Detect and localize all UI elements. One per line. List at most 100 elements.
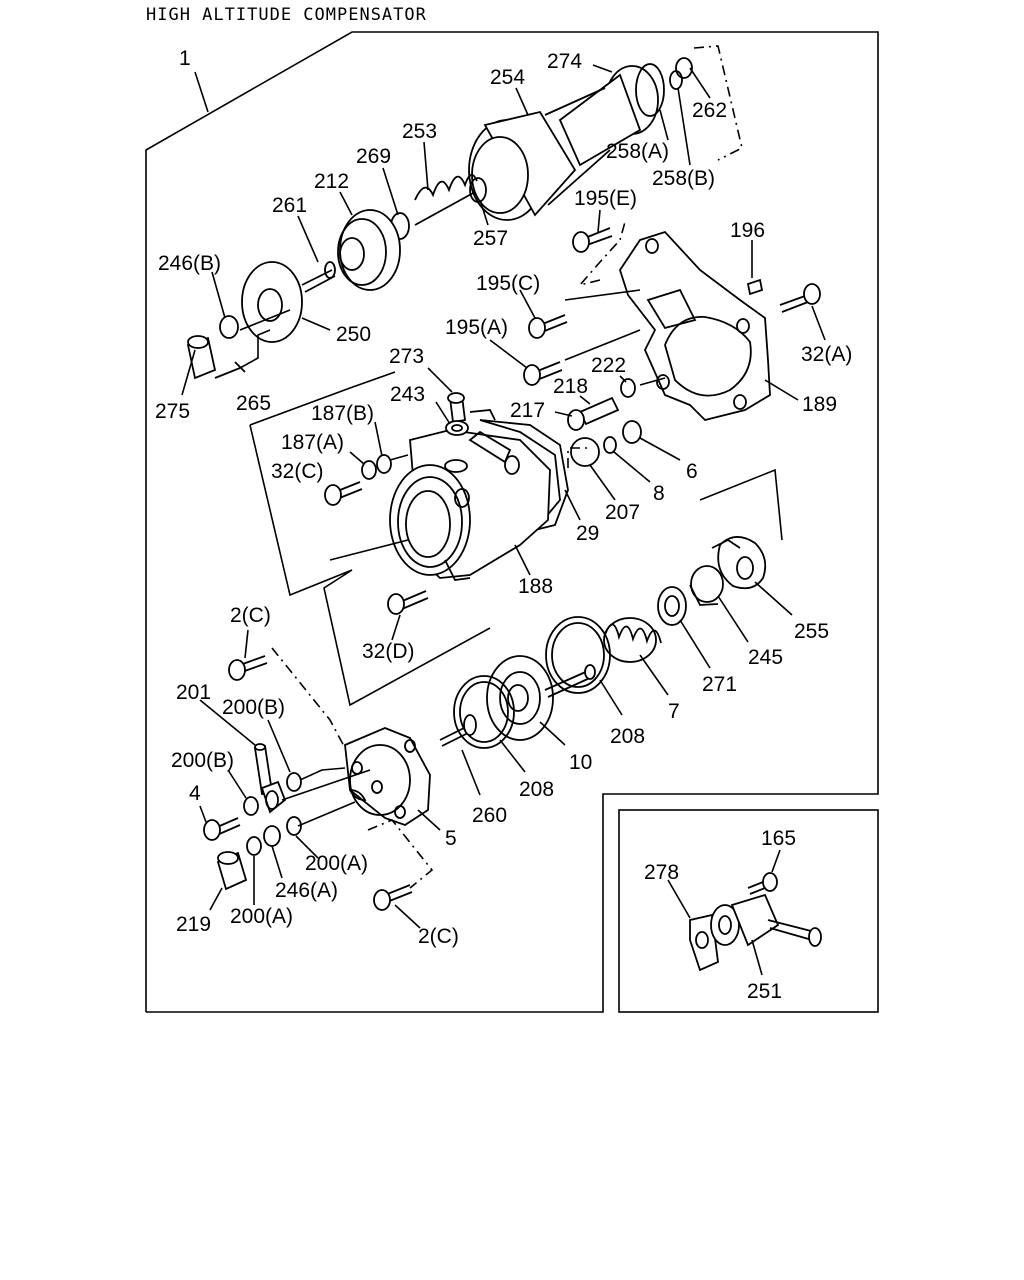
leader-273 <box>427 367 453 393</box>
label-257: 257 <box>473 227 508 250</box>
label-258b: 258(B) <box>652 167 715 190</box>
label-243: 243 <box>390 383 425 406</box>
leader-1 <box>194 71 209 113</box>
part-32c-bolt <box>324 481 363 506</box>
leader-217 <box>554 411 573 417</box>
part-10-diaphragm <box>486 655 596 741</box>
leader-7 <box>639 654 669 696</box>
part-275-cap <box>186 335 217 380</box>
label-260: 260 <box>472 804 507 827</box>
axis-188 <box>329 539 409 561</box>
leader-212 <box>339 191 353 216</box>
label-217: 217 <box>510 399 545 422</box>
leader-200b-left <box>227 769 247 799</box>
label-2c-top: 2(C) <box>230 604 271 627</box>
part-253-spring <box>414 174 478 226</box>
label-200b-left: 200(B) <box>171 749 234 772</box>
part-195c-bolt <box>528 314 568 339</box>
leader-258b <box>677 87 691 166</box>
label-188: 188 <box>518 575 553 598</box>
leader-255 <box>754 581 793 616</box>
label-200a-right: 200(A) <box>305 852 368 875</box>
label-246a: 246(A) <box>275 879 338 902</box>
label-165: 165 <box>761 827 796 850</box>
axis-195c <box>564 289 641 301</box>
leader-257 <box>479 199 489 226</box>
leader-219 <box>209 887 223 911</box>
part-8-ring <box>603 436 617 454</box>
label-32c: 32(C) <box>271 460 324 483</box>
part-5-housing <box>344 727 431 826</box>
label-218: 218 <box>553 375 588 398</box>
part-218-bolt <box>567 396 620 431</box>
label-200b-top: 200(B) <box>222 696 285 719</box>
leader-271 <box>679 619 711 669</box>
part-273-bolt <box>447 392 467 424</box>
label-32a: 32(A) <box>801 343 852 366</box>
part-212-diaphragm <box>337 209 401 291</box>
part-187b-washer <box>376 454 392 474</box>
label-245: 245 <box>748 646 783 669</box>
leader-275 <box>181 349 196 396</box>
leader-200a-right <box>295 835 319 859</box>
leader-208-low <box>499 739 526 773</box>
leader-246b <box>211 271 226 319</box>
part-222-washer <box>620 378 636 398</box>
label-7: 7 <box>668 700 680 723</box>
label-208-top: 208 <box>610 725 645 748</box>
part-2c-top-bolt <box>228 655 268 681</box>
part-255-cam <box>711 536 767 590</box>
leader-261 <box>297 215 319 263</box>
leader-208-top <box>599 679 623 716</box>
part-261-bolt <box>301 261 336 293</box>
part-labels: 1 274 254 262 253 258(A) 269 258(B) 212 … <box>155 47 852 1003</box>
label-189: 189 <box>802 393 837 416</box>
label-5: 5 <box>445 827 457 850</box>
label-6: 6 <box>686 460 698 483</box>
label-265: 265 <box>236 392 271 415</box>
axis-222 <box>639 377 666 386</box>
label-274: 274 <box>547 50 582 73</box>
label-200a-low: 200(A) <box>230 905 293 928</box>
outline-188-group <box>249 424 491 707</box>
leader-258a <box>659 109 669 141</box>
part-6-nut <box>622 420 642 444</box>
leader-8 <box>613 451 651 483</box>
leader-5 <box>417 809 441 831</box>
label-254: 254 <box>490 66 525 89</box>
part-278-gasket <box>689 913 719 972</box>
part-208-low-gasket <box>453 675 515 749</box>
leader-187b <box>374 421 383 457</box>
inset-frame <box>618 809 879 1013</box>
part-32a-bolt <box>779 283 821 313</box>
leader-2c-low <box>394 904 421 929</box>
leader-165 <box>771 849 781 873</box>
label-187a: 187(A) <box>281 431 344 454</box>
leader-243 <box>435 401 451 425</box>
label-32d: 32(D) <box>362 640 415 663</box>
part-200b-top-washer <box>286 772 302 792</box>
diagram-title: HIGH ALTITUDE COMPENSATOR <box>146 5 427 25</box>
part-165-screw <box>747 872 778 895</box>
part-265-screw <box>214 361 246 379</box>
label-212: 212 <box>314 170 349 193</box>
leader-274 <box>592 64 613 73</box>
label-4: 4 <box>189 782 201 805</box>
label-196: 196 <box>730 219 765 242</box>
part-243-washer <box>445 420 469 436</box>
dashline-207 <box>567 447 590 468</box>
label-195a: 195(A) <box>445 316 508 339</box>
leader-189 <box>764 379 799 401</box>
part-243-lower-washer <box>444 459 468 473</box>
part-251-sensor <box>710 893 822 947</box>
leader-222 <box>619 375 627 383</box>
part-208-top-gasket <box>545 616 611 694</box>
leader-187a <box>349 451 365 465</box>
leader-195e <box>597 209 601 233</box>
leader-200b-top <box>267 719 291 773</box>
part-246b-nut <box>219 315 239 339</box>
label-246b: 246(B) <box>158 252 221 275</box>
leader-32a <box>811 305 826 341</box>
label-201: 201 <box>176 681 211 704</box>
